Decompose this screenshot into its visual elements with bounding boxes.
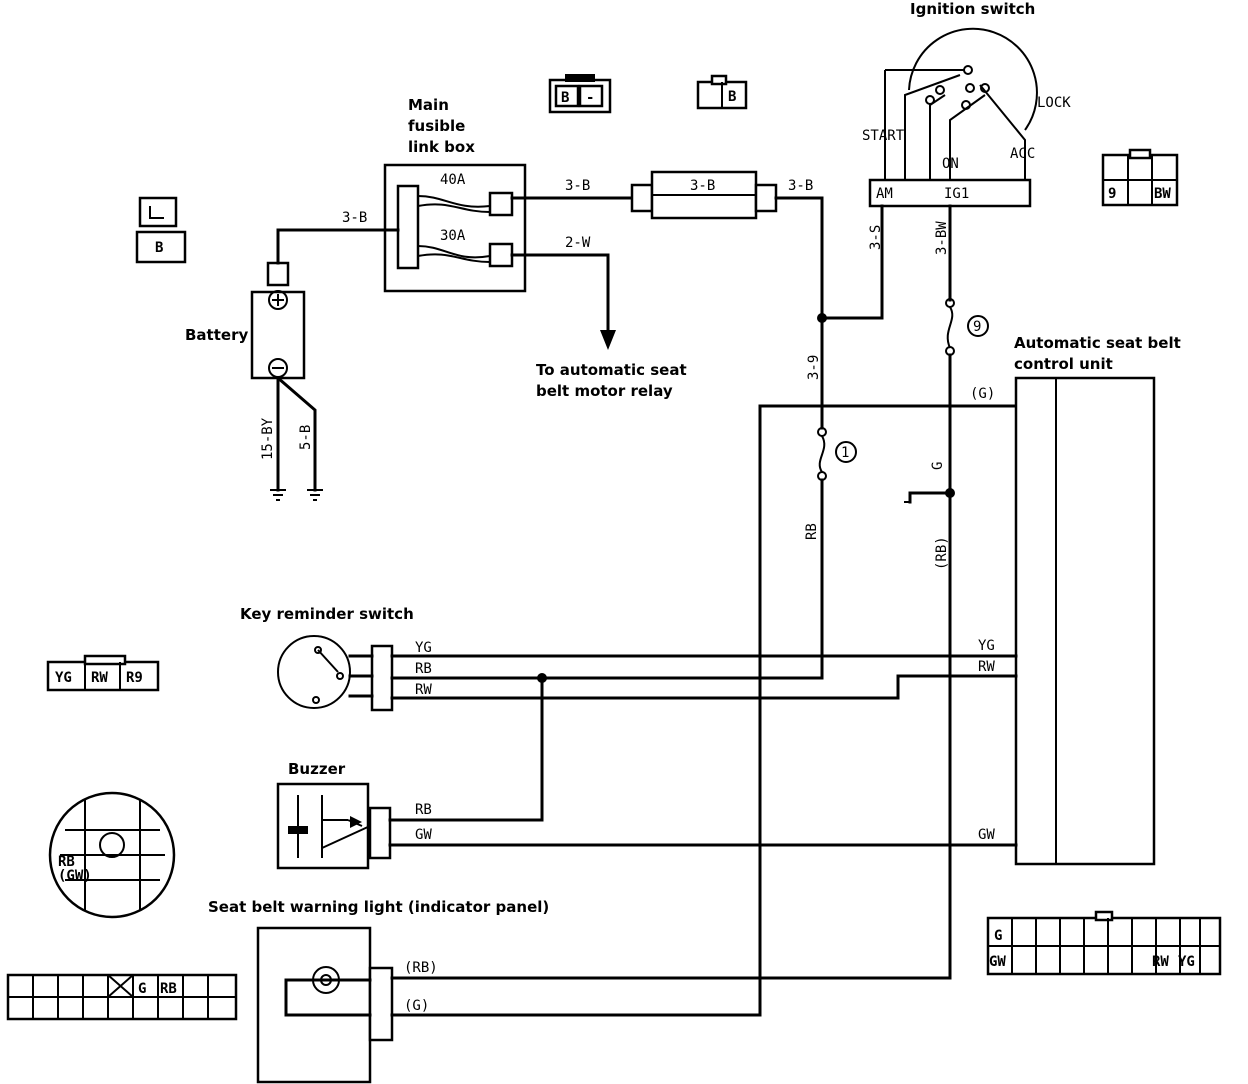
connector-c7: G RB	[6, 973, 238, 1021]
wire-2w-label: 2-W	[565, 235, 591, 251]
connector-c3: B	[135, 196, 187, 264]
wire-39-label: 3-9	[806, 355, 822, 380]
connector-c6: RB (GW)	[48, 791, 176, 919]
ignition-ig-label: IG1	[944, 186, 969, 202]
control-unit-label-2: control unit	[1014, 355, 1113, 373]
wire-5b-label: 5-B	[298, 425, 314, 450]
wire-3s-label: 3-S	[868, 225, 884, 250]
wire-rb-vert-label: RB	[804, 523, 820, 540]
wire-3bw-label: 3-BW	[934, 221, 950, 255]
control-unit: Automatic seat belt control unit	[1014, 334, 1181, 866]
ignition-am-label: AM	[876, 186, 893, 202]
wire-wl-rb-label: (RB)	[404, 960, 438, 976]
ignition-switch-label: Ignition switch	[910, 0, 1035, 18]
key-reminder-switch: Key reminder switch	[240, 605, 414, 712]
connector-c1: B -	[548, 74, 612, 114]
fuse-40a-label: 40A	[440, 172, 466, 188]
wire-gw-right-label: GW	[978, 827, 995, 843]
wire-yg-right-label: YG	[978, 638, 995, 654]
warning-light-label: Seat belt warning light (indicator panel…	[208, 898, 549, 916]
connector-c4: 9 BW	[1101, 148, 1179, 207]
wire-rb-label: RB	[415, 661, 432, 677]
c4-pin-bw: BW	[1154, 186, 1171, 202]
ignition-lock-label: LOCK	[1037, 95, 1071, 111]
wire-3b-b-label: 3-B	[788, 178, 813, 194]
c7-pin-g: G	[138, 981, 146, 997]
fusible-box-label-3: link box	[408, 138, 475, 156]
buzzer: Buzzer	[276, 760, 392, 870]
ignition-on-label: ON	[942, 156, 959, 172]
c3-pin-b: B	[155, 240, 163, 256]
wire-rw-right-label: RW	[978, 659, 995, 675]
battery-label: Battery	[185, 326, 248, 344]
fuse-9-label: 9	[973, 319, 981, 335]
fuse-30a-label: 30A	[440, 228, 466, 244]
c8-pin-g: G	[994, 928, 1002, 944]
c5-pin-r9: R9	[126, 670, 143, 686]
wire-g-vert-label: G	[930, 462, 946, 470]
to-relay-label-2: belt motor relay	[536, 382, 673, 400]
connector-c2: B	[696, 74, 748, 110]
battery: Battery 15-BY 5-B	[185, 261, 323, 501]
to-relay-label-1: To automatic seat	[536, 361, 687, 379]
main-fusible-link-box: 40A 30A Main fusible link box	[383, 96, 527, 293]
c2-pin-b: B	[728, 89, 736, 105]
c1-pin-minus: -	[586, 90, 594, 106]
c4-pin-9: 9	[1108, 186, 1116, 202]
wire-rb-paren-label: (RB)	[934, 536, 950, 570]
ignition-start-label: START	[862, 128, 905, 144]
c8-pin-rw: RW	[1152, 954, 1169, 970]
wire-buzzer-gw-label: GW	[415, 827, 432, 843]
key-reminder-label: Key reminder switch	[240, 605, 414, 623]
wire-rw-label: RW	[415, 682, 432, 698]
ignition-acc-label: ACC	[1010, 146, 1035, 162]
seat-belt-warning-light: Seat belt warning light (indicator panel…	[208, 898, 549, 1084]
control-unit-label-1: Automatic seat belt	[1014, 334, 1181, 352]
wire-buzzer-rb-label: RB	[415, 802, 432, 818]
c1-pin-b: B	[561, 90, 569, 106]
c8-pin-gw: GW	[989, 954, 1006, 970]
wire-3b-fuse-label: 3-B	[690, 178, 715, 194]
wire-yg-label: YG	[415, 640, 432, 656]
connector-c8: G GW RW YG	[986, 910, 1222, 976]
wire-g-top-label: (G)	[970, 386, 995, 402]
fusible-box-label-2: fusible	[408, 117, 465, 135]
fusible-box-label-1: Main	[408, 96, 449, 114]
c5-pin-yg: YG	[55, 670, 72, 686]
ignition-switch: Ignition switch START LOCK ON ACC AM IG1	[862, 0, 1071, 208]
wire-3b-a-label: 3-B	[565, 178, 590, 194]
c5-pin-rw: RW	[91, 670, 108, 686]
fuse-block: 3-B	[630, 170, 778, 220]
connector-c5: YG RW R9	[46, 654, 160, 692]
c6-pin-gw: (GW)	[58, 868, 92, 884]
wire-wl-g-label: (G)	[404, 998, 429, 1014]
c8-pin-yg: YG	[1178, 954, 1195, 970]
wire-3b-battery-label: 3-B	[342, 210, 367, 226]
fuse-1-label: 1	[841, 445, 849, 461]
c6-pin-rb: RB	[58, 854, 75, 870]
buzzer-label: Buzzer	[288, 760, 346, 778]
c7-pin-rb: RB	[160, 981, 177, 997]
wire-15by-label: 15-BY	[260, 417, 276, 460]
